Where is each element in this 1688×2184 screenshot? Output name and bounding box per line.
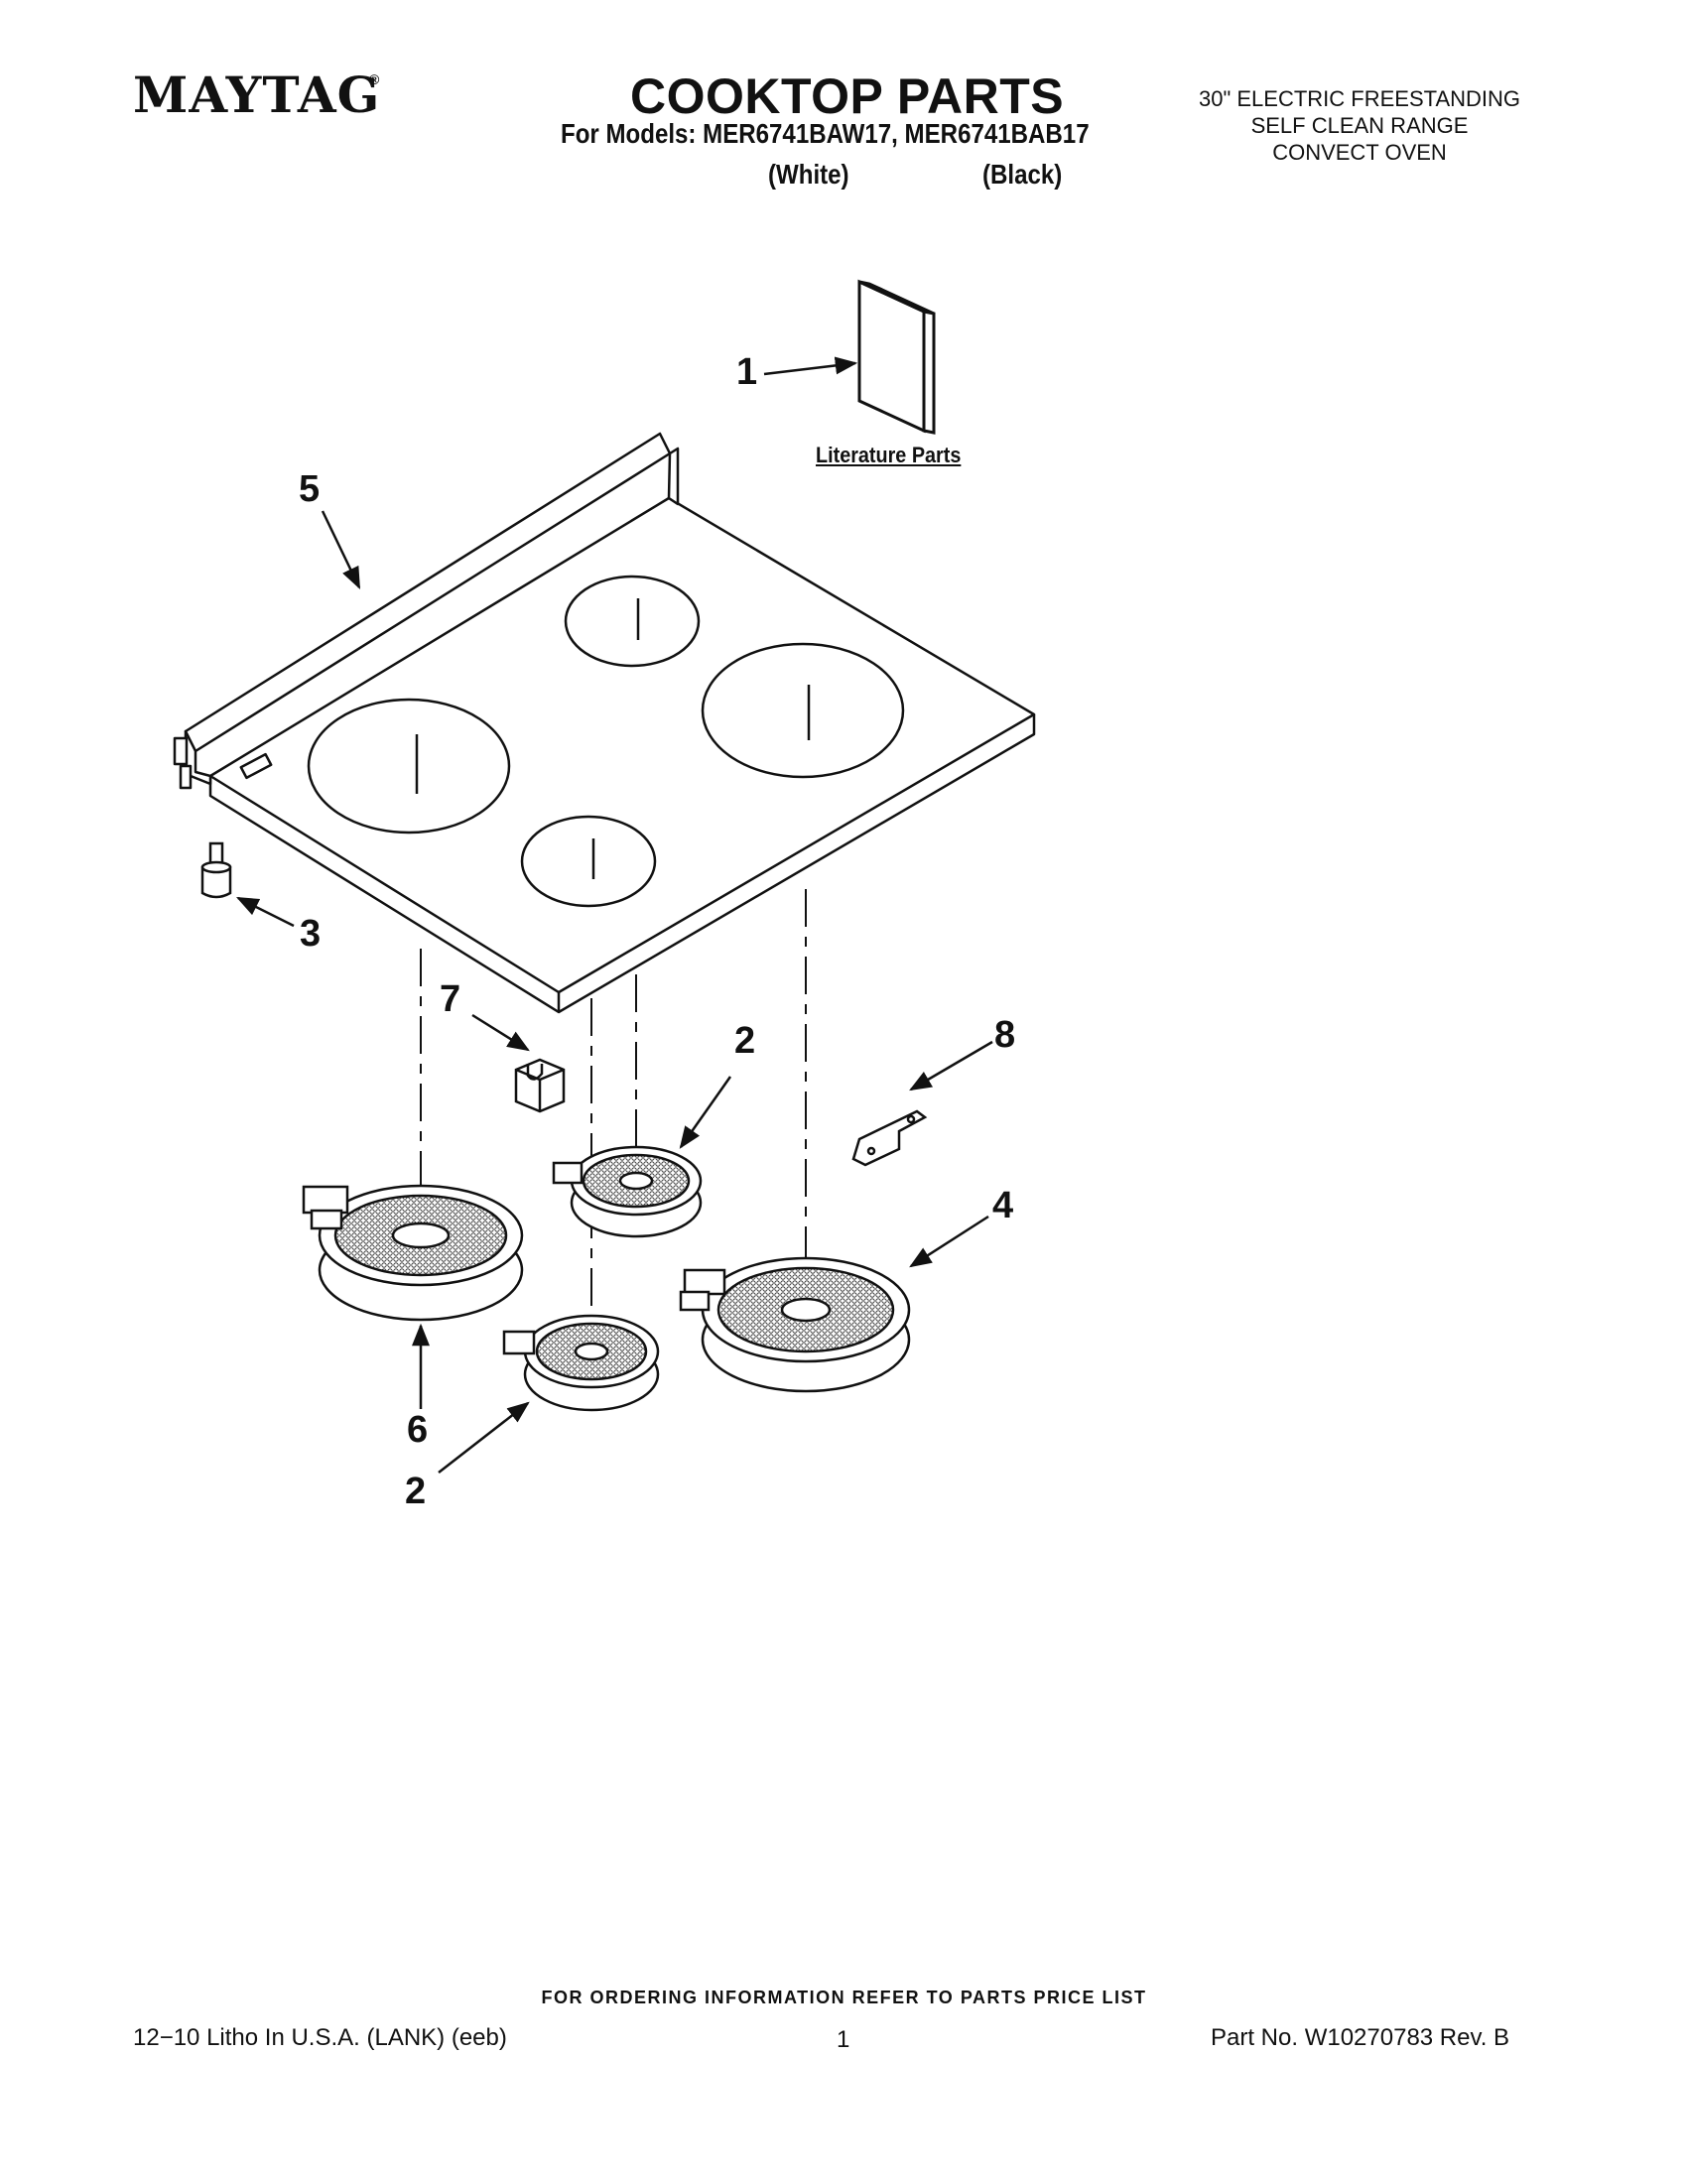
spacer-block — [514, 1058, 566, 1113]
models-line: For Models: MER6741BAW17, MER6741BAB17 — [561, 118, 1090, 149]
finish-black-label: (Black) — [982, 159, 1063, 190]
description-line: 30" ELECTRIC FREESTANDING — [1198, 86, 1521, 111]
page-number: 1 — [837, 2026, 850, 2053]
leader-arrows — [235, 356, 993, 1474]
brand-logo: MAYTAG — [133, 65, 381, 124]
callout-8: 8 — [994, 1014, 1016, 1056]
page-title: COOKTOP PARTS — [630, 68, 1065, 124]
radiant-element-large-right — [679, 1256, 911, 1393]
finish-white-label: (White) — [768, 159, 849, 190]
cooktop-glass — [173, 432, 1036, 1014]
leveling-leg-part — [200, 841, 232, 899]
callout-1: 1 — [736, 351, 758, 393]
callout-3: 3 — [300, 913, 322, 955]
callout-6: 6 — [407, 1409, 429, 1451]
callout-4: 4 — [992, 1185, 1014, 1226]
callout-7: 7 — [440, 978, 461, 1020]
product-description: 30" ELECTRIC FREESTANDING SELF CLEAN RAN… — [1161, 85, 1558, 166]
radiant-element-large-left — [302, 1184, 524, 1322]
description-line: CONVECT OVEN — [1272, 140, 1447, 165]
literature-booklet — [857, 279, 936, 435]
part-number: Part No. W10270783 Rev. B — [1211, 2024, 1510, 2051]
callout-2-upper: 2 — [734, 1020, 756, 1062]
callout-5: 5 — [299, 468, 321, 510]
radiant-element-small-lower — [502, 1314, 660, 1412]
litho-info: 12−10 Litho In U.S.A. (LANK) (eeb) — [133, 2024, 507, 2051]
literature-parts-label: Literature Parts — [816, 443, 962, 467]
ordering-note: FOR ORDERING INFORMATION REFER TO PARTS … — [541, 1988, 1147, 2007]
registered-mark: ® — [369, 71, 380, 87]
radiant-element-small-upper — [552, 1145, 703, 1238]
mounting-bracket — [851, 1109, 928, 1167]
callout-2-lower: 2 — [405, 1471, 427, 1512]
description-line: SELF CLEAN RANGE — [1250, 113, 1469, 138]
